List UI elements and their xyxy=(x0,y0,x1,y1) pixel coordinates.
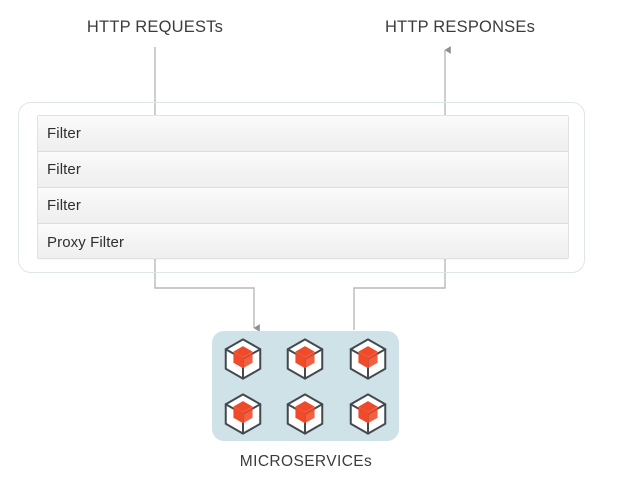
filter-row-label: Proxy Filter xyxy=(47,233,125,251)
cube-icon xyxy=(224,392,262,435)
http-requests-label: HTTP REQUESTs xyxy=(86,18,224,36)
cube-icon xyxy=(349,337,387,380)
table-row[interactable]: Filter xyxy=(38,188,568,224)
table-row[interactable]: Filter xyxy=(38,116,568,152)
http-responses-label: HTTP RESPONSEs xyxy=(384,18,536,36)
filter-chain-table: Filter Filter Filter Proxy Filter xyxy=(37,115,569,259)
cube-icon xyxy=(349,392,387,435)
cube-icon xyxy=(287,337,324,380)
table-row[interactable]: Proxy Filter xyxy=(38,224,568,258)
microservice-cube-grid xyxy=(212,331,399,441)
microservices-group xyxy=(212,331,399,441)
cube-icon xyxy=(287,392,324,435)
filter-row-label: Filter xyxy=(47,125,81,142)
table-row[interactable]: Filter xyxy=(38,152,568,188)
cube-icon xyxy=(224,337,262,380)
microservices-label: MICROSERVICEs xyxy=(239,453,373,470)
filter-row-label: Filter xyxy=(47,161,81,178)
api-gateway-panel xyxy=(18,102,585,273)
filter-row-label: Filter xyxy=(47,197,81,214)
